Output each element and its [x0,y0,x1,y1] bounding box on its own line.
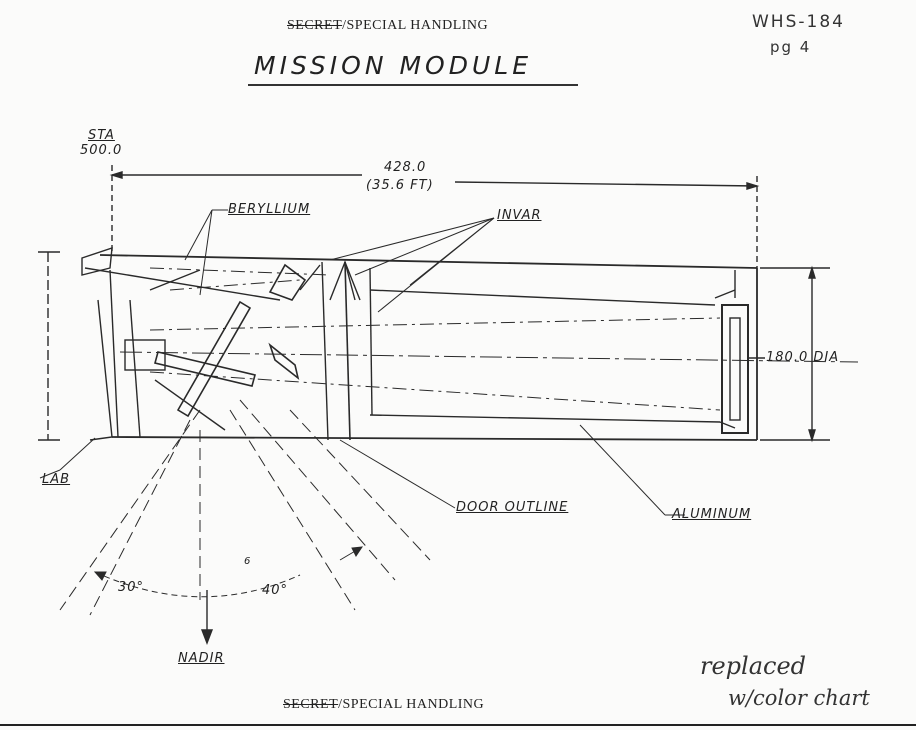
cylinder-body [99,254,758,441]
lab-label: LAB [42,472,71,487]
small-mark: 6 [244,556,252,567]
bottom-classification: SECRET/SPECIAL HANDLING [283,697,484,713]
light-path-lines [149,267,721,411]
aluminum-label: ALUMINUM [672,507,752,522]
view-angle-arc [93,546,364,598]
document-id: WHS-184 [752,12,845,32]
length-dimension [109,165,760,268]
struck-word: SECRET [287,18,343,33]
station-value: 500.0 [80,143,123,158]
length-feet: (35.6 FT) [366,178,434,193]
beryllium-label: BERYLLIUM [228,202,311,217]
door-outline-label: DOOR OUTLINE [456,500,569,515]
title-underline [248,84,578,86]
page-bottom-edge [0,724,916,726]
angle-left-label: 30° [118,580,145,595]
length-value: 428.0 [384,160,427,175]
station-label: STA [88,128,115,143]
classification-text: /SPECIAL HANDLING [338,697,485,712]
top-classification: SECRET/SPECIAL HANDLING [287,18,488,34]
struck-word: SECRET [283,697,339,712]
primary-mirror [721,270,749,434]
page-reference: pg 4 [770,38,812,56]
angle-right-label: 40° [262,583,289,598]
diameter-label: 180.0 DIA [766,350,840,365]
nadir-arrow [200,590,214,645]
invar-truss [299,260,361,301]
lab-structure [38,246,281,441]
leader-lines [39,209,685,516]
field-of-view-lines [59,399,431,616]
optical-axis [119,351,859,363]
diameter-dimension [748,265,830,443]
beryllium-mirrors [154,263,307,418]
classification-text: /SPECIAL HANDLING [342,18,489,33]
nadir-label: NADIR [178,651,225,666]
page-title: MISSION MODULE [254,51,533,80]
handwritten-note-line2: w/color chart [728,686,870,710]
handwritten-note-line1: replaced [700,652,807,680]
invar-label: INVAR [497,208,542,223]
